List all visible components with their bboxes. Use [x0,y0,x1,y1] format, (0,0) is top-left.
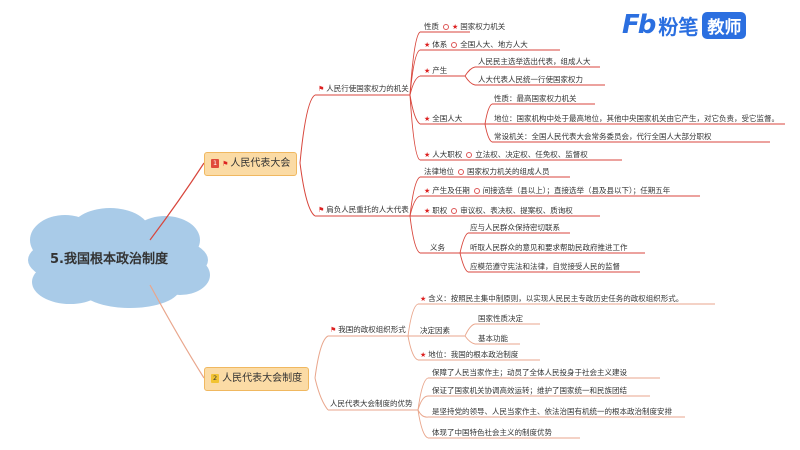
leaf-youshi-3: 是坚持党的领导、人民当家作主、依法治国有机统一的根本政治制度安排 [432,407,672,416]
node-diwei[interactable]: ★地位：我国的根本政治制度 [420,350,518,360]
connector-center-b1 [149,162,205,241]
star-icon: ★ [424,207,431,215]
collapse-icon[interactable] [466,152,473,158]
collapse-icon[interactable] [473,188,480,194]
node-text: 间接选举（县以上）；直接选举（县及县以下）；任期五年 [482,186,671,195]
node-hanyi[interactable]: ★含义：按照民主集中制原则，以实现人民民主专政历史任务的政权组织形式。 [420,294,683,304]
node-zhiquan[interactable]: ★职权 审议权、表决权、提案权、质询权 [424,206,573,216]
node-text: 全国人大 [432,114,463,123]
logo-mark: Fb [622,10,656,40]
star-icon: ★ [424,115,431,123]
connectors-b2-b [417,377,685,439]
logo-name: 粉笔 [658,14,699,39]
node-text: 地位：我国的根本政治制度 [428,350,519,359]
node-text: 法律地位 [424,167,454,176]
node-text: 职权 [432,206,448,215]
node-text: 立法权、决定权、任免权、监督权 [475,150,588,159]
leaf-quanguo-xingzhi: 性质：最高国家权力机关 [494,94,577,103]
leaf-yiwu-1: 应与人民群众保持密切联系 [470,223,560,232]
leaf-youshi-1: 保障了人民当家作主；动员了全体人民投身于社会主义建设 [432,368,627,377]
connectors-node-a [409,31,785,161]
leaf-yiwu-3: 应模范遵守宪法和法律，自觉接受人民的监督 [470,262,620,271]
logo-tag: 教师 [702,11,747,39]
connector-b2-b [314,377,329,411]
star-icon: ★ [424,187,431,195]
node-zhengquan-xingshi[interactable]: ⚑我国的政权组织形式 [330,325,406,335]
collapse-icon[interactable] [458,169,464,175]
collapse-icon[interactable] [443,24,449,30]
flag-icon: ⚑ [318,85,325,93]
leaf-quanguo-changshe: 常设机关：全国人民代表大会常务委员会，代行全国人大部分职权 [494,132,712,141]
leaf-yiwu-2: 听取人民群众的意见和要求帮助民政府推进工作 [470,243,628,252]
flag-icon: ⚑ [318,206,325,214]
node-falv-diwei[interactable]: 法律地位 国家权力机关的组成人员 [424,167,550,177]
leaf-quanguo-diwei: 地位：国家机构中处于最高地位，其他中央国家机关由它产生，对它负责，受它监督。 [494,114,779,123]
node-text: 性质 [424,22,439,31]
connectors-node-b [409,176,700,273]
node-renda-jiguan[interactable]: ⚑人民行使国家权力的机关 [318,84,409,94]
star-icon: ★ [452,23,459,31]
node-text: 我国的政权组织形式 [338,325,406,334]
node-chansheng-renqi[interactable]: ★产生及任期 间接选举（县以上）；直接选举（县及县以下）；任期五年 [424,186,670,196]
node-text: 全国人大、地方人大 [460,40,528,49]
leaf-youshi-2: 保证了国家机关协调高效运转；维护了国家统一和民族团结 [432,386,627,395]
node-text: 人大职权 [432,150,463,159]
node-text: 含义：按照民主集中制原则，以实现人民民主专政历史任务的政权组织形式。 [428,294,684,303]
collapse-icon[interactable] [451,208,458,214]
priority-badge: 1 [211,158,220,168]
node-renda-zhiquan[interactable]: ★人大职权 立法权、决定权、任免权、监督权 [424,150,588,160]
node-text: 审议权、表决权、提案权、质询权 [460,206,573,215]
center-topic[interactable]: 5.我国根本政治制度 [50,252,168,267]
star-icon: ★ [420,295,427,303]
node-text: 国家权力机关的组成人员 [467,167,550,176]
star-icon: ★ [424,41,431,49]
branch-renda-zhidu-label: 人民代表大会制度 [222,373,303,384]
node-tixi[interactable]: ★体系 全国人大、地方人大 [424,40,528,50]
node-quanguo-renda[interactable]: ★全国人大 [424,114,462,124]
node-xingzhi[interactable]: 性质 ★国家权力机关 [424,22,505,32]
leaf-jueding-1: 国家性质决定 [478,314,523,323]
connector-center-b2 [149,284,205,379]
priority-badge: 2 [211,373,220,383]
flag-icon: ⚑ [222,160,229,168]
node-text: 体系 [432,40,448,49]
fenbi-logo: Fb 粉笔 教师 [622,10,747,40]
leaf-chansheng-1: 人民民主选举选出代表，组成人大 [478,57,591,66]
connector-b1-a [299,94,316,164]
star-icon: ★ [424,151,431,159]
node-chansheng[interactable]: ★产生 [424,66,447,76]
leaf-jueding-2: 基本功能 [478,334,508,343]
star-icon: ★ [424,67,431,75]
center-cloud [28,208,210,308]
node-text: 产生 [432,66,448,75]
collapse-icon[interactable] [451,42,458,48]
node-renda-daibiao[interactable]: ⚑肩负人民重托的人大代表 [318,205,409,215]
star-icon: ★ [420,351,427,359]
node-text: 人民行使国家权力的机关 [326,84,409,93]
connector-b1-b [299,162,316,217]
connector-b2-a [314,335,329,379]
branch-renda-label: 人民代表大会 [230,158,291,169]
node-text: 产生及任期 [432,186,470,195]
node-jueding-yinsu[interactable]: 决定因素 [420,326,450,335]
branch-renda[interactable]: 1⚑人民代表大会 [204,152,298,176]
leaf-chansheng-2: 人大代表人民统一行使国家权力 [478,75,583,84]
connectors-b2-a [407,303,715,361]
node-text: 肩负人民重托的人大代表 [326,205,409,214]
flag-icon: ⚑ [330,326,337,334]
node-yiwu[interactable]: 义务 [430,243,445,252]
node-zhidu-youshi[interactable]: 人民代表大会制度的优势 [330,399,413,408]
leaf-youshi-4: 体现了中国特色社会主义的制度优势 [432,428,552,437]
node-text: 国家权力机关 [460,22,506,31]
